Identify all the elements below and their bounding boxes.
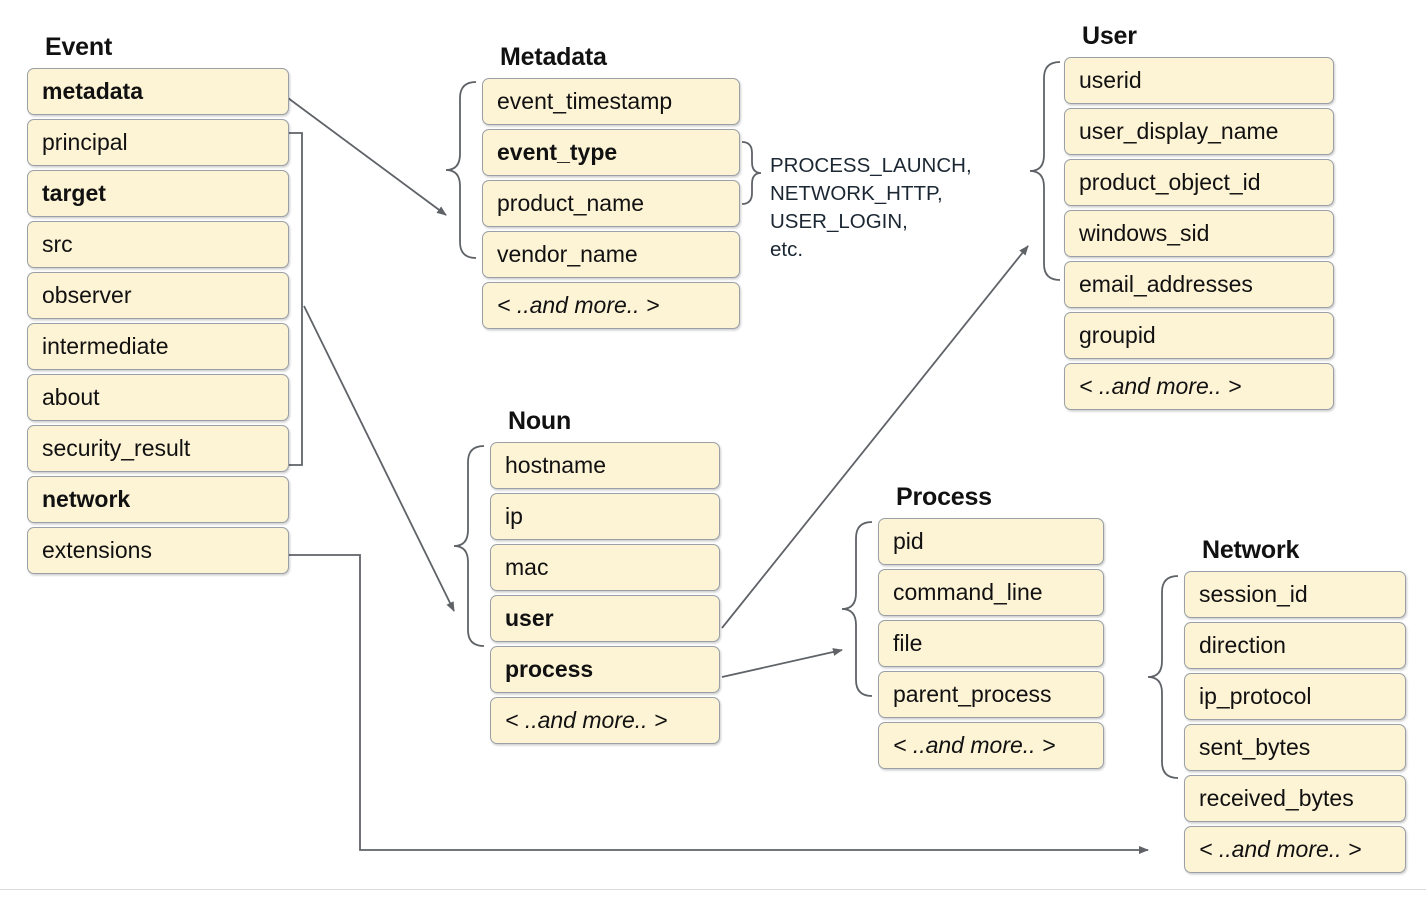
brace-event-type-values [741,141,762,205]
brace-process [841,521,873,697]
field-network-ip-protocol[interactable]: ip_protocol [1184,673,1406,720]
field-event-metadata[interactable]: metadata [27,68,289,115]
group-network: Network session_id direction ip_protocol… [1184,536,1406,873]
field-event-observer[interactable]: observer [27,272,289,319]
field-noun-process[interactable]: process [490,646,720,693]
field-list-network: session_id direction ip_protocol sent_by… [1184,571,1406,873]
group-user: User userid user_display_name product_ob… [1064,22,1334,410]
field-process-pid[interactable]: pid [878,518,1104,565]
field-list-metadata: event_timestamp event_type product_name … [482,78,740,329]
field-list-process: pid command_line file parent_process < .… [878,518,1104,769]
field-metadata-and-more[interactable]: < ..and more.. > [482,282,740,329]
connector-process [721,648,843,678]
bottom-divider [0,889,1426,890]
group-title-user: User [1082,22,1137,50]
field-list-noun: hostname ip mac user process < ..and mor… [490,442,720,744]
field-event-principal[interactable]: principal [27,119,289,166]
field-list-event: metadata principal target src observer i… [27,68,289,574]
annotation-event-type-values: PROCESS_LAUNCH, NETWORK_HTTP, USER_LOGIN… [770,154,972,261]
field-noun-mac[interactable]: mac [490,544,720,591]
field-network-sent-bytes[interactable]: sent_bytes [1184,724,1406,771]
field-noun-hostname[interactable]: hostname [490,442,720,489]
field-metadata-event-type[interactable]: event_type [482,129,740,176]
group-title-noun: Noun [508,407,572,435]
group-event: Event metadata principal target src obse… [27,33,289,574]
brace-user [1029,61,1061,281]
group-title-event: Event [45,33,113,61]
field-event-target[interactable]: target [27,170,289,217]
brace-network [1147,575,1179,779]
field-event-security-result[interactable]: security_result [27,425,289,472]
connector-metadata [287,97,447,216]
group-title-metadata: Metadata [500,43,607,71]
field-metadata-event-timestamp[interactable]: event_timestamp [482,78,740,125]
field-network-and-more[interactable]: < ..and more.. > [1184,826,1406,873]
field-event-extensions[interactable]: extensions [27,527,289,574]
field-process-file[interactable]: file [878,620,1104,667]
field-process-parent-process[interactable]: parent_process [878,671,1104,718]
field-list-user: userid user_display_name product_object_… [1064,57,1334,410]
connector-noun [303,305,455,612]
group-process: Process pid command_line file parent_pro… [878,483,1104,769]
field-user-windows-sid[interactable]: windows_sid [1064,210,1334,257]
field-network-received-bytes[interactable]: received_bytes [1184,775,1406,822]
field-user-user-display-name[interactable]: user_display_name [1064,108,1334,155]
field-user-product-object-id[interactable]: product_object_id [1064,159,1334,206]
field-event-network[interactable]: network [27,476,289,523]
field-process-command-line[interactable]: command_line [878,569,1104,616]
field-noun-and-more[interactable]: < ..and more.. > [490,697,720,744]
field-user-userid[interactable]: userid [1064,57,1334,104]
field-user-email-addresses[interactable]: email_addresses [1064,261,1334,308]
field-noun-user[interactable]: user [490,595,720,642]
field-event-src[interactable]: src [27,221,289,268]
group-metadata: Metadata event_timestamp event_type prod… [482,43,740,329]
field-process-and-more[interactable]: < ..and more.. > [878,722,1104,769]
field-event-about[interactable]: about [27,374,289,421]
field-user-and-more[interactable]: < ..and more.. > [1064,363,1334,410]
brace-metadata [445,81,477,259]
brace-noun [453,445,485,647]
group-title-network: Network [1202,536,1300,564]
field-network-session-id[interactable]: session_id [1184,571,1406,618]
bracket-event-nouns [288,132,303,466]
field-metadata-vendor-name[interactable]: vendor_name [482,231,740,278]
field-network-direction[interactable]: direction [1184,622,1406,669]
group-title-process: Process [896,483,992,511]
field-metadata-product-name[interactable]: product_name [482,180,740,227]
field-event-intermediate[interactable]: intermediate [27,323,289,370]
field-user-groupid[interactable]: groupid [1064,312,1334,359]
field-noun-ip[interactable]: ip [490,493,720,540]
group-noun: Noun hostname ip mac user process < ..an… [490,407,720,744]
